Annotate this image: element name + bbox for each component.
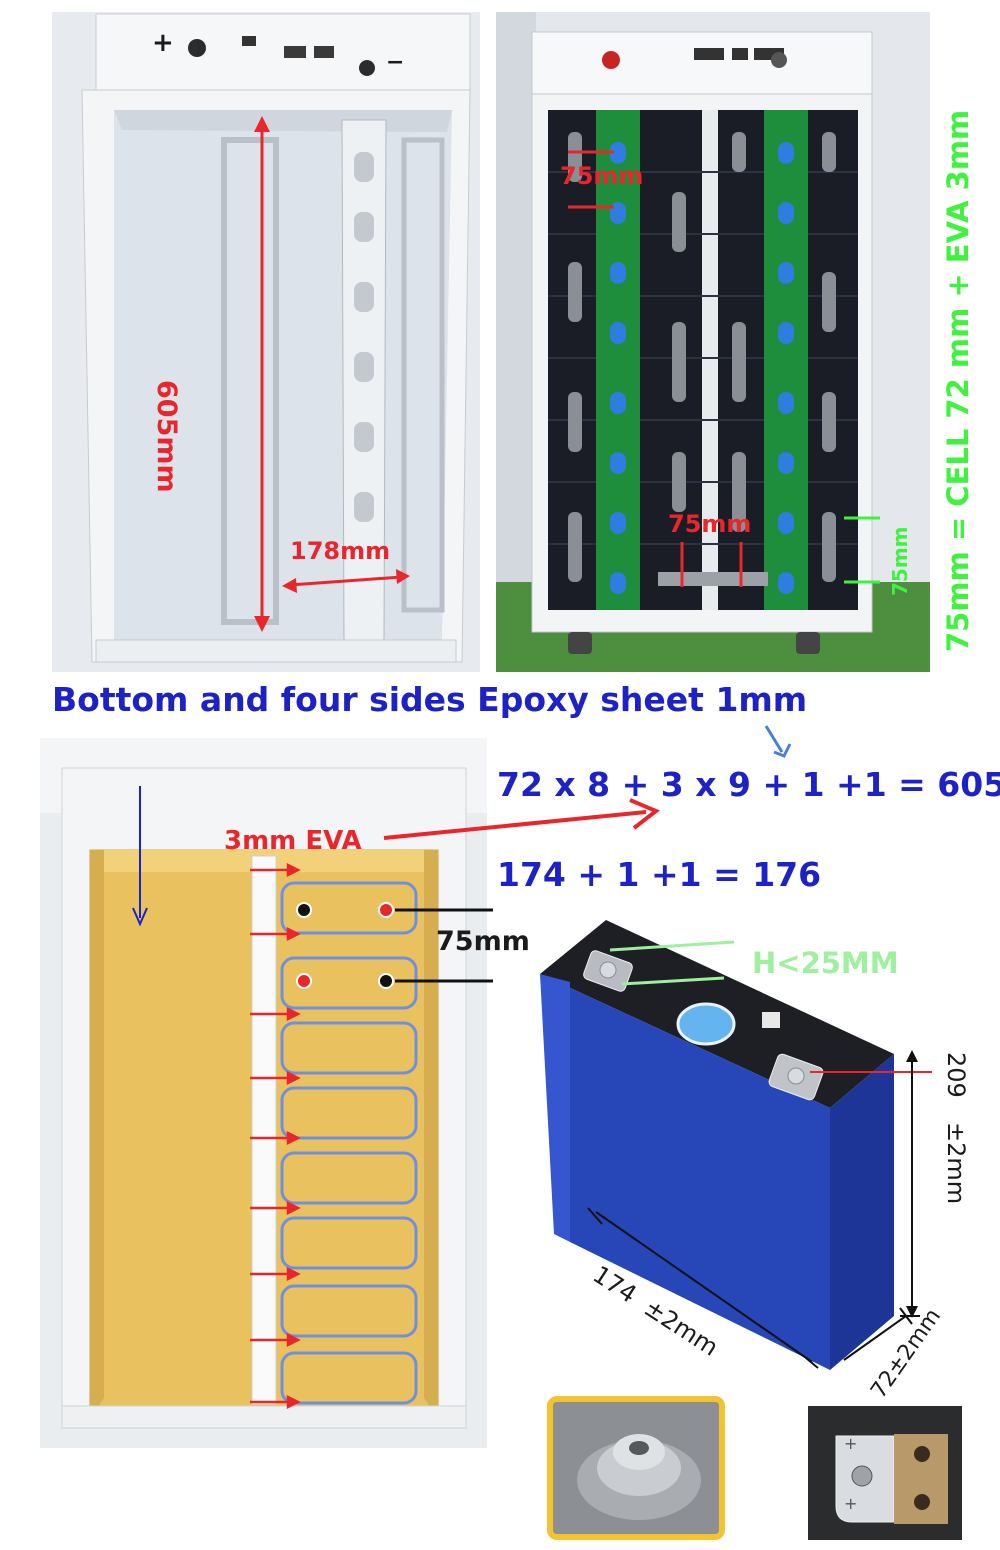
plus-icon: +: [152, 28, 174, 58]
busbar-plus-icon-bottom: +: [844, 1494, 858, 1513]
cell-pitch-label-bottom: 75mm: [668, 510, 752, 538]
cell-height-tolerance: ±2mm: [942, 1122, 970, 1205]
cell-pitch-label-right: 75mm: [888, 526, 912, 596]
epoxy-sheet-note: Bottom and four sides Epoxy sheet 1mm: [52, 680, 808, 719]
lifepo4-cell-diagram: [530, 912, 1000, 1382]
cell-plus-eva-note: 75mm = CELL 72 mm + EVA 3mm: [941, 109, 975, 652]
height-dimension-label: 605mm: [151, 380, 182, 493]
width-formula: 174 + 1 +1 = 176: [497, 855, 822, 894]
eva-label: 3mm EVA: [224, 826, 362, 856]
length-formula: 72 x 8 + 3 x 9 + 1 +1 = 605: [497, 765, 1000, 804]
enclosure-photo: [52, 12, 480, 672]
busbar-connector-photo: [808, 1406, 962, 1540]
assembled-pack-photo: [496, 12, 930, 672]
threaded-terminal-drawing: [553, 1402, 719, 1534]
cell-height-value: 209: [942, 1052, 970, 1098]
epoxy-lined-enclosure-photo: [40, 738, 487, 1448]
cell-drawing: [540, 920, 932, 1370]
enclosure-drawing: [52, 12, 480, 672]
epoxy-note-arrow: [764, 725, 792, 758]
eva-pointer-arrow: [383, 798, 660, 840]
threaded-terminal-photo: [547, 1396, 725, 1540]
busbar-plus-icon-top: +: [844, 1434, 858, 1453]
epoxy-lined-enclosure-drawing: [40, 738, 487, 1448]
pitch-tick-extension: [487, 908, 493, 983]
cell-pitch-label-epoxy: 75mm: [436, 926, 530, 957]
cell-pitch-label-top: 75mm: [560, 162, 644, 190]
busbar-connector-drawing: [808, 1406, 962, 1540]
terminal-height-label: H<25MM: [752, 946, 899, 980]
width-dimension-label: 178mm: [290, 537, 391, 565]
assembled-pack-drawing: [496, 12, 930, 672]
minus-icon: −: [386, 50, 405, 75]
